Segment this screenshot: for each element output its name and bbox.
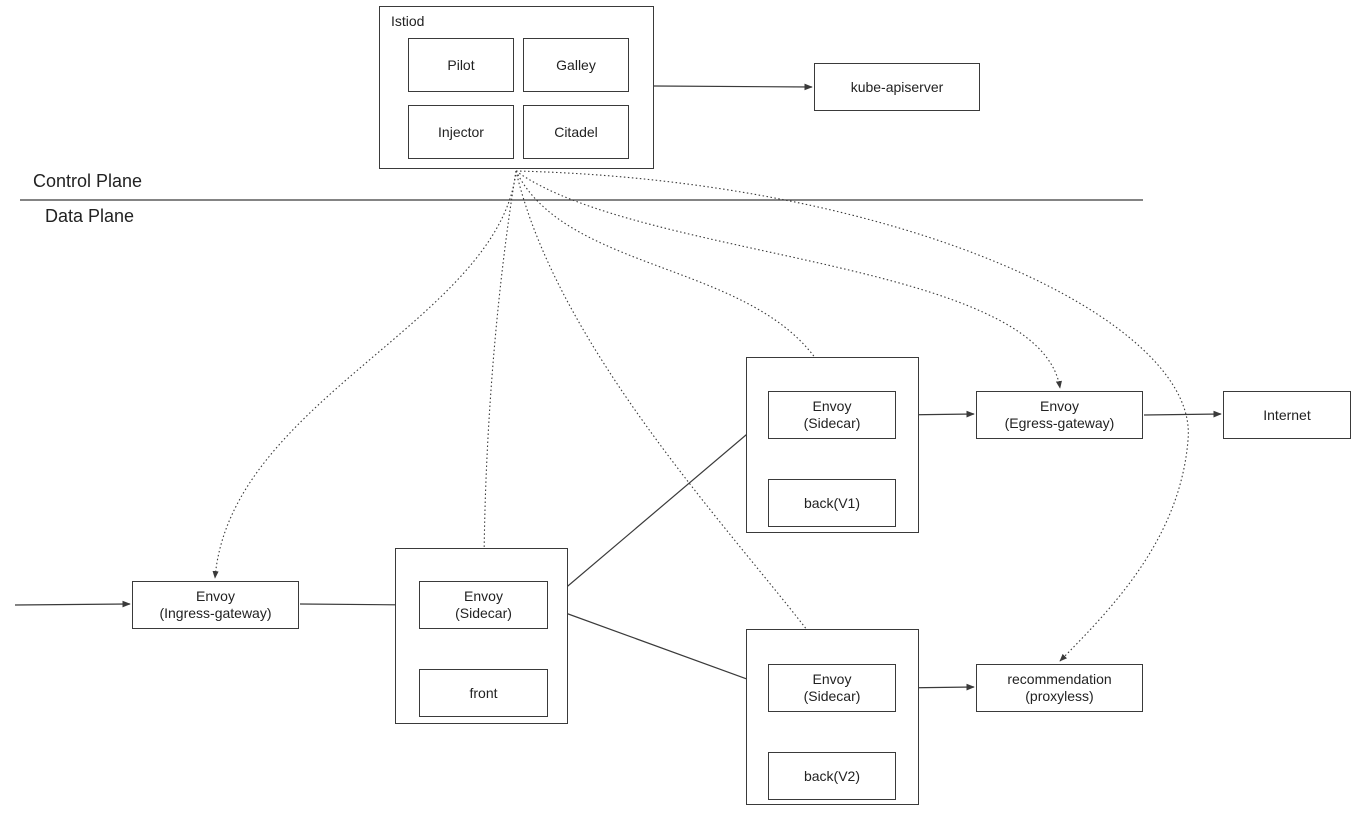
xds-to-egress xyxy=(515,170,1062,389)
back-v2-sidecar-line2: (Sidecar) xyxy=(803,688,861,704)
back-v1-sidecar-line2: (Sidecar) xyxy=(803,415,861,431)
xds-to-v2 xyxy=(515,170,831,662)
recommendation-line1: recommendation xyxy=(1007,671,1112,687)
egress-line1: Envoy xyxy=(1040,398,1079,414)
egress-line2: (Egress-gateway) xyxy=(1004,415,1115,431)
egress-to-internet-arrow xyxy=(1143,410,1222,418)
egress-gateway-box: Envoy (Egress-gateway) xyxy=(976,391,1143,439)
control-plane-label: Control Plane xyxy=(33,171,143,191)
internet-box: Internet xyxy=(1223,391,1351,439)
xds-to-front xyxy=(480,170,517,579)
xds-to-recommendation xyxy=(515,170,1189,662)
pilot-box: Pilot xyxy=(408,38,514,92)
istiod-to-apiserver-arrow xyxy=(653,83,813,91)
citadel-box: Citadel xyxy=(523,105,629,159)
xds-to-v1 xyxy=(515,170,833,389)
incoming-traffic-arrow xyxy=(14,600,131,608)
recommendation-line2: (proxyless) xyxy=(1025,688,1094,704)
kube-apiserver-box: kube-apiserver xyxy=(814,63,980,111)
recommendation-box: recommendation (proxyless) xyxy=(976,664,1143,712)
istiod-title: Istiod xyxy=(391,13,425,29)
galley-box: Galley xyxy=(523,38,629,92)
ingress-line2: (Ingress-gateway) xyxy=(159,605,272,621)
back-v1-sidecar-line1: Envoy xyxy=(812,398,852,414)
data-plane-label: Data Plane xyxy=(45,206,135,226)
xds-to-ingress xyxy=(212,170,517,579)
ingress-gateway-box: Envoy (Ingress-gateway) xyxy=(132,581,299,629)
front-back-v1-arrow xyxy=(548,417,767,603)
injector-box: Injector xyxy=(408,105,514,159)
back-v2-sidecar-line1: Envoy xyxy=(812,671,852,687)
front-sidecar-box: Envoy (Sidecar) xyxy=(419,581,548,629)
back-v2-app-box: back(V2) xyxy=(768,752,896,800)
front-sidecar-line1: Envoy xyxy=(464,588,503,604)
back-v1-sidecar-box: Envoy (Sidecar) xyxy=(768,391,896,439)
back-v2-sidecar-box: Envoy (Sidecar) xyxy=(768,664,896,712)
back-v1-app-box: back(V1) xyxy=(768,479,896,527)
ingress-line1: Envoy xyxy=(196,588,235,604)
front-app-box: front xyxy=(419,669,548,717)
front-back-v2-arrow xyxy=(548,606,767,687)
front-sidecar-line2: (Sidecar) xyxy=(455,605,512,621)
